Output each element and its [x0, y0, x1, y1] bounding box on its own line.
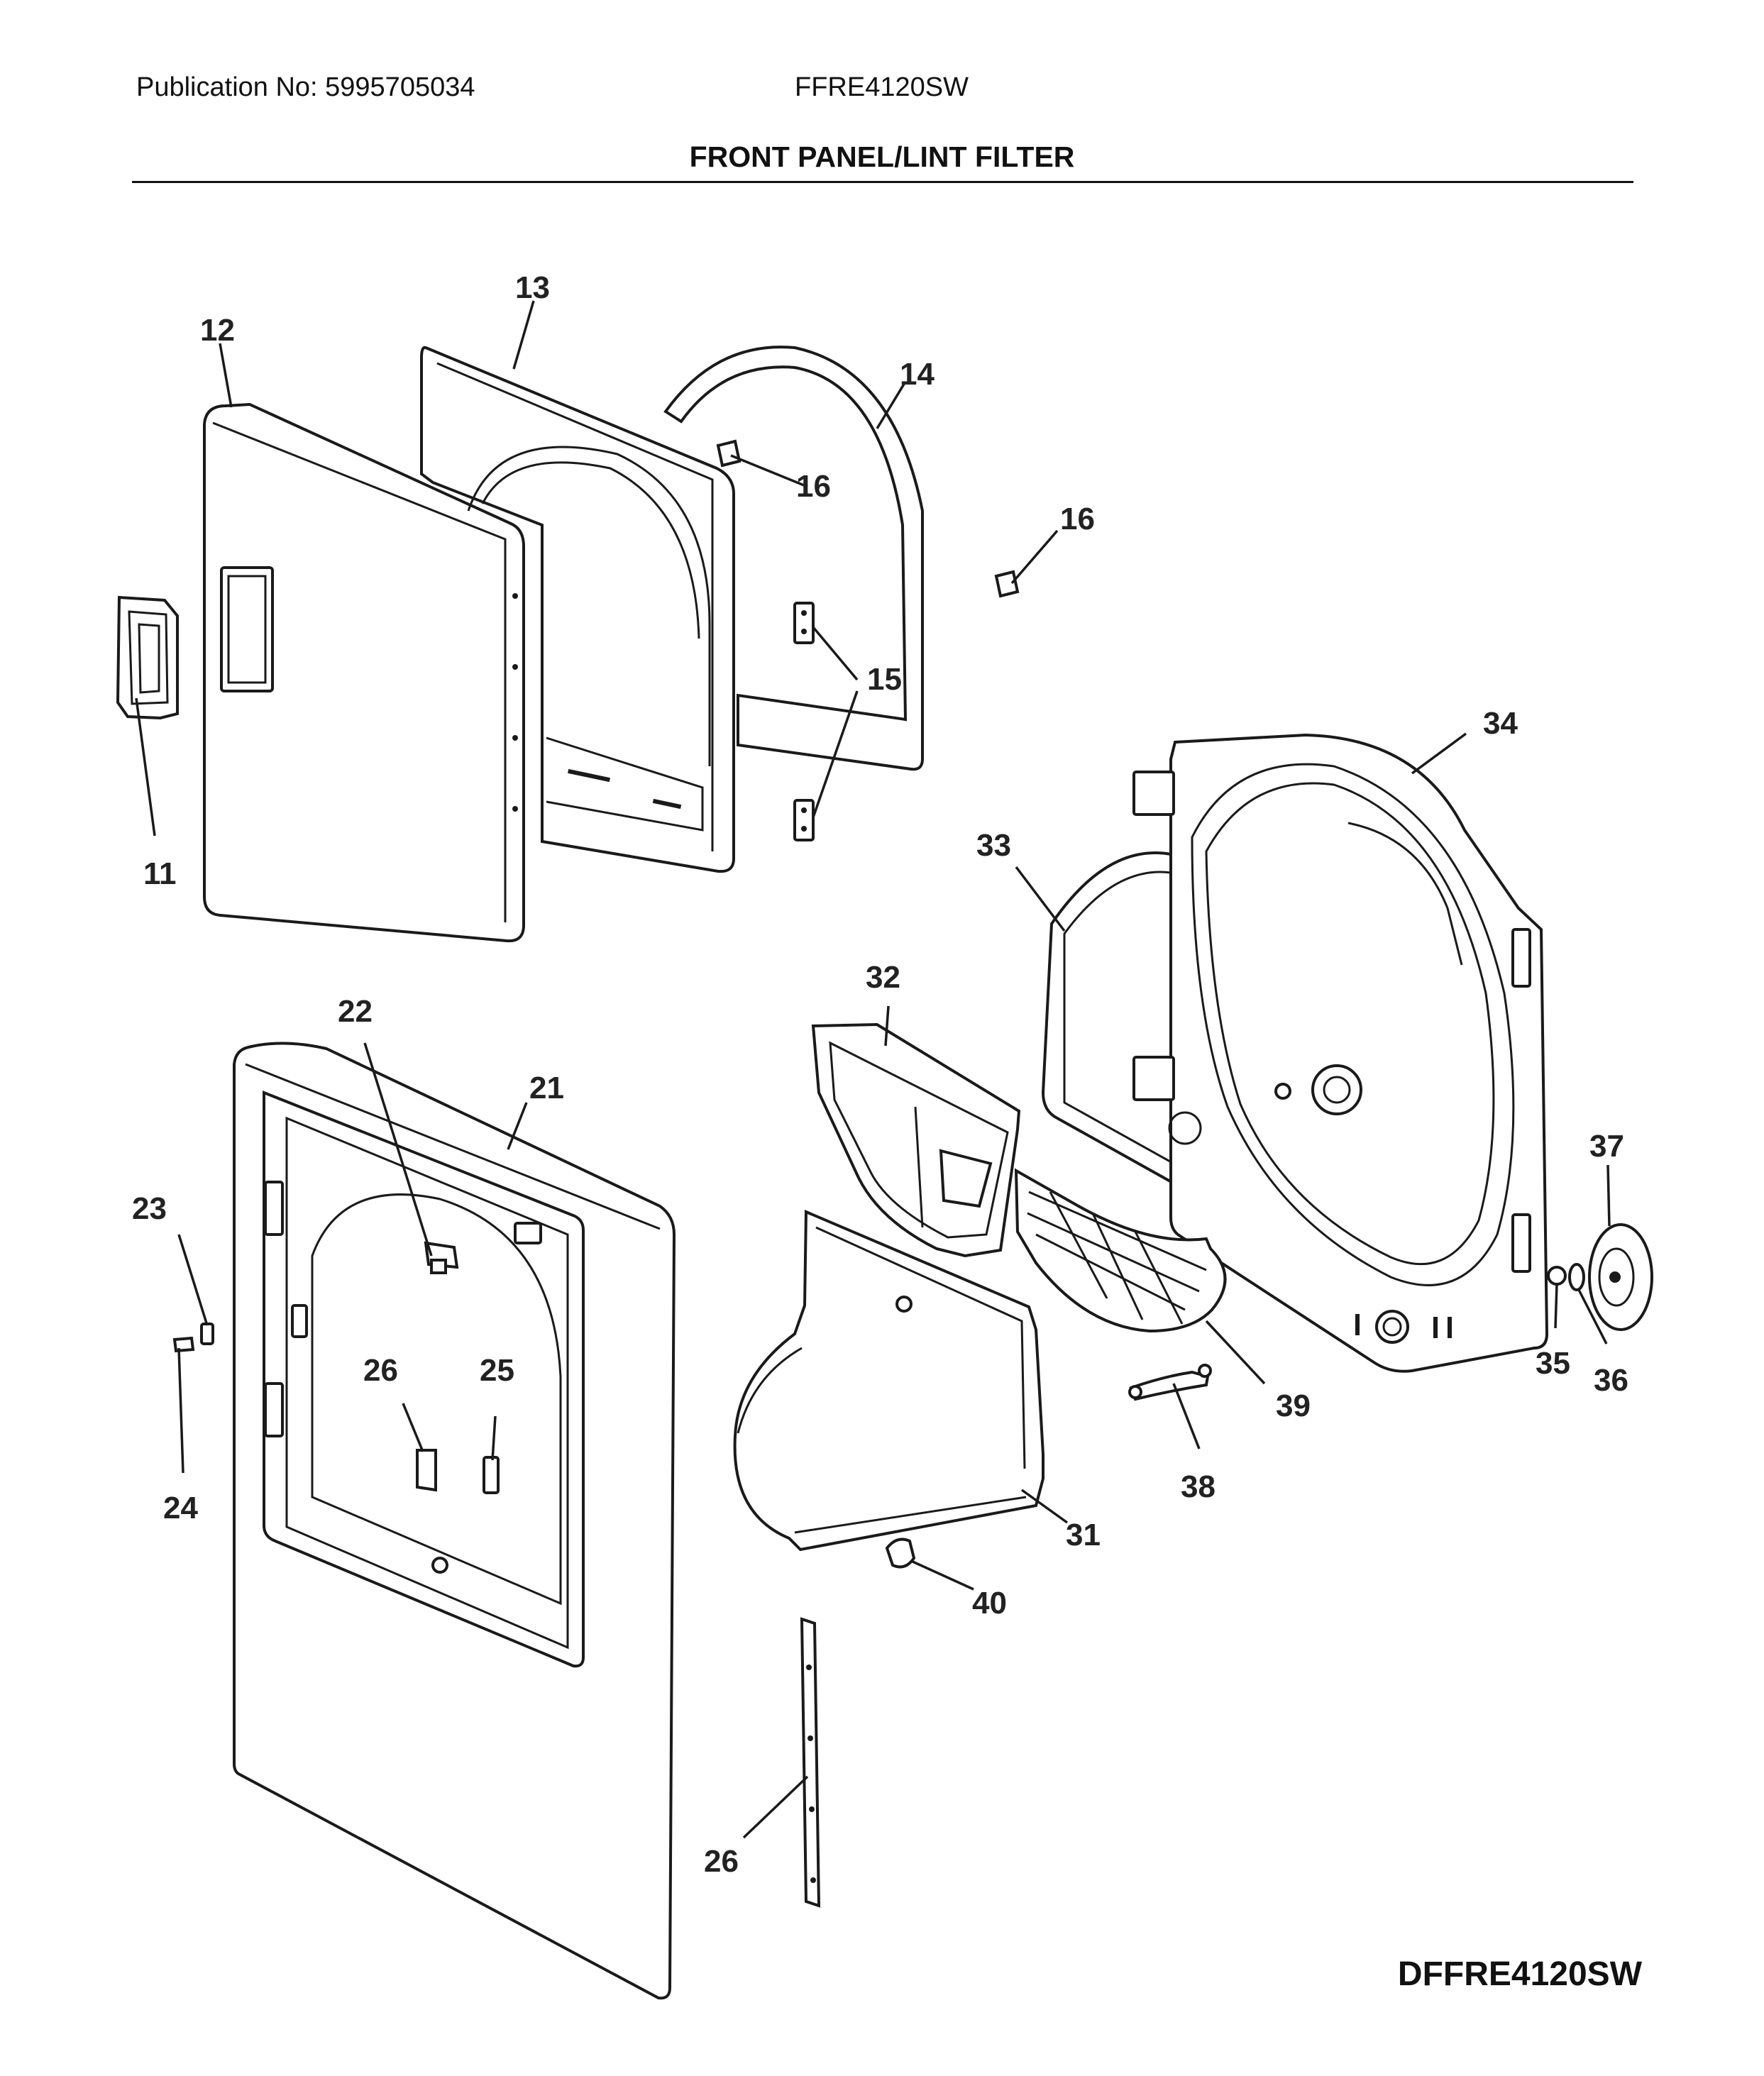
part-bracket-25 — [483, 1456, 500, 1494]
callout-25: 25 — [480, 1353, 514, 1388]
part-harness-clip — [1128, 1364, 1212, 1401]
callout-33: 33 — [976, 828, 1011, 863]
callout-37: 37 — [1589, 1129, 1624, 1164]
part-inner-door-liner — [420, 346, 735, 873]
callout-26-inner: 26 — [363, 1353, 398, 1388]
part-lint-screen — [1014, 1168, 1227, 1333]
callout-32: 32 — [866, 960, 900, 995]
diagram-code: DFFRE4120SW — [1397, 1955, 1642, 1993]
callout-23: 23 — [132, 1191, 167, 1226]
callout-36: 36 — [1594, 1363, 1628, 1398]
section-title: FRONT PANEL/LINT FILTER — [689, 140, 1075, 173]
callout-38: 38 — [1181, 1469, 1215, 1504]
callout-31: 31 — [1066, 1518, 1101, 1552]
callout-12: 12 — [200, 313, 235, 348]
part-lint-filter — [811, 1022, 1021, 1258]
callout-40: 40 — [972, 1586, 1007, 1621]
publication-number: Publication No: 5995705034 — [136, 72, 475, 102]
callout-15: 15 — [867, 662, 902, 697]
callout-16-right: 16 — [1060, 502, 1095, 536]
part-sensor — [885, 1537, 916, 1569]
leader-lines — [135, 300, 1611, 1839]
part-seal-strip-inner — [416, 1449, 437, 1492]
callout-13: 13 — [515, 270, 550, 305]
part-front-bulkhead — [1132, 733, 1549, 1373]
part-front-panel — [233, 1042, 676, 2000]
part-small-clip — [200, 1323, 214, 1345]
callout-24: 24 — [163, 1491, 198, 1525]
callout-14: 14 — [900, 357, 935, 392]
callout-39: 39 — [1276, 1388, 1311, 1423]
callout-34: 34 — [1483, 706, 1518, 741]
part-small-screw — [172, 1336, 195, 1353]
header-divider — [132, 181, 1633, 183]
part-door-handle — [116, 595, 179, 720]
part-clip-right — [994, 570, 1020, 598]
callout-26-strip: 26 — [704, 1844, 739, 1879]
part-outer-door — [203, 402, 525, 943]
part-filter-switch — [424, 1241, 459, 1274]
part-door-gasket — [663, 346, 924, 771]
part-door-hinges — [793, 602, 815, 841]
model-number: FFRE4120SW — [795, 72, 969, 102]
part-seal-strip — [800, 1617, 821, 1908]
callout-21: 21 — [529, 1071, 564, 1105]
part-washer — [1568, 1263, 1585, 1291]
callout-11: 11 — [143, 856, 177, 891]
callout-22: 22 — [338, 994, 373, 1029]
part-nut — [1547, 1266, 1567, 1286]
part-clip-upper — [716, 439, 742, 468]
part-drum-bearing — [1588, 1223, 1653, 1331]
part-lint-duct — [733, 1209, 1044, 1552]
callout-35: 35 — [1536, 1346, 1570, 1381]
callout-16-upper: 16 — [796, 469, 831, 504]
